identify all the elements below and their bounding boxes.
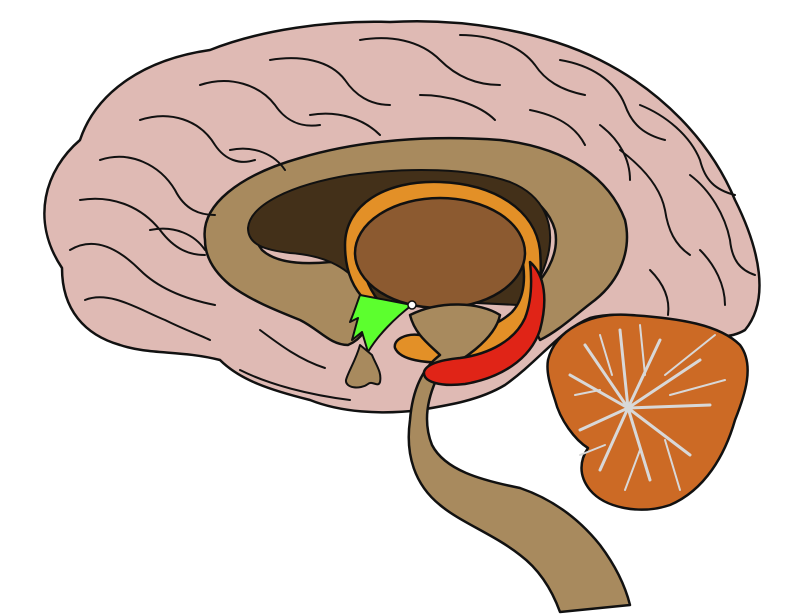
- highlighted-green-region: [349, 294, 413, 353]
- small-dot-marker: [407, 300, 417, 310]
- highlighted-red-structure: [422, 260, 546, 387]
- cortex-gyri-lines: [69, 34, 756, 401]
- arbor-vitae: [568, 324, 726, 491]
- thalamus: [353, 196, 527, 310]
- pituitary-stalk: [345, 344, 382, 389]
- cerebellum: [546, 313, 749, 511]
